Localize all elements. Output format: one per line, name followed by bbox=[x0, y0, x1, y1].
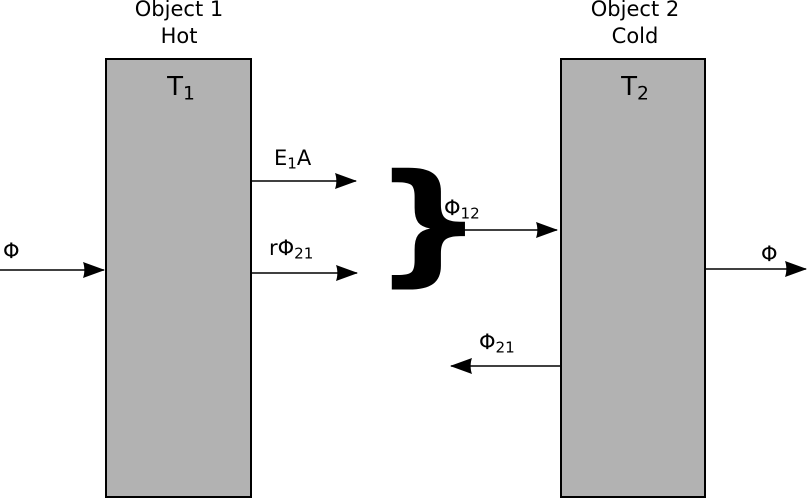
object2-rect bbox=[560, 58, 706, 498]
output-flux-label: Φ bbox=[761, 242, 778, 266]
object2-temperature-base: T bbox=[621, 72, 637, 102]
emission-label-base: E bbox=[274, 146, 288, 170]
net-flux-12-label-base: Φ bbox=[444, 196, 461, 220]
net-flux-12-label-sub: 12 bbox=[460, 204, 480, 223]
object1-temperature-sub: 1 bbox=[182, 83, 195, 105]
grouping-brace-icon: } bbox=[372, 147, 485, 300]
object2-title-block: Object 2 Cold bbox=[591, 0, 679, 50]
reflected-flux-label: rΦ21 bbox=[269, 236, 313, 261]
reflected-flux-label-base: rΦ bbox=[269, 236, 295, 260]
flux-21-label-base: Φ bbox=[479, 330, 496, 354]
flux-21-label: Φ21 bbox=[479, 330, 515, 355]
object2-title: Object 2 bbox=[590, 0, 680, 21]
object1-temperature: T1 bbox=[167, 72, 195, 103]
object2-temperature: T2 bbox=[621, 72, 649, 103]
object1-title-block: Object 1 Hot bbox=[135, 0, 223, 50]
object1-rect bbox=[105, 58, 252, 498]
object1-title: Object 1 bbox=[134, 0, 224, 21]
emission-label-sub: 1 bbox=[287, 154, 297, 173]
object1-subtitle: Hot bbox=[160, 24, 198, 48]
object2-temperature-sub: 2 bbox=[636, 83, 649, 105]
emission-label-suffix: A bbox=[296, 146, 312, 170]
net-flux-12-label: Φ12 bbox=[444, 196, 480, 221]
emission-label: E1A bbox=[274, 146, 311, 171]
reflected-flux-label-sub: 21 bbox=[294, 244, 314, 263]
flux-21-label-sub: 21 bbox=[495, 338, 515, 357]
object2-subtitle: Cold bbox=[611, 24, 659, 48]
object1-temperature-base: T bbox=[167, 72, 183, 102]
input-flux-label: Φ bbox=[3, 239, 20, 263]
